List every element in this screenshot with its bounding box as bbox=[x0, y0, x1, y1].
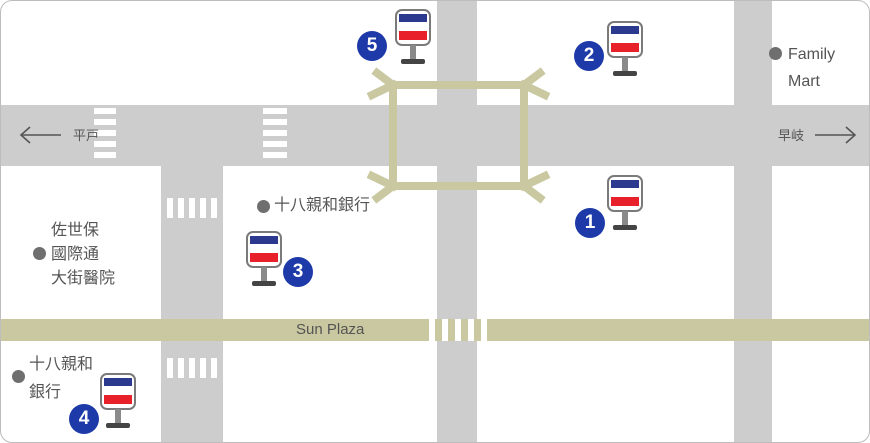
arrow-left-icon bbox=[19, 126, 61, 144]
sun-plaza-label: Sun Plaza bbox=[296, 321, 365, 338]
bus-stop-sign-icon[interactable] bbox=[100, 373, 136, 433]
family-mart-marker bbox=[769, 47, 782, 60]
bank-branch-label: 十八親和 銀行 bbox=[29, 356, 94, 401]
road-right-vertical bbox=[734, 1, 772, 442]
bus-stop-number-badge[interactable]: 2 bbox=[574, 41, 604, 71]
direction-west-label: 平戸 bbox=[73, 128, 100, 143]
bus-stop-sign-icon[interactable] bbox=[607, 21, 643, 81]
crosswalk-sun-plaza bbox=[425, 319, 489, 341]
road-center-vertical bbox=[437, 1, 477, 442]
bus-stop-sign-icon[interactable] bbox=[395, 9, 431, 69]
bus-stop-sign-icon[interactable] bbox=[607, 175, 643, 235]
arrow-right-icon bbox=[815, 126, 857, 144]
crosswalk-center-left bbox=[263, 105, 287, 166]
bank-main-marker bbox=[257, 200, 270, 213]
bus-stop-number-badge[interactable]: 5 bbox=[357, 31, 387, 61]
hospital-label: 佐世保 國際通 大街醫院 bbox=[51, 222, 116, 287]
crosswalk-west bbox=[94, 105, 116, 166]
crosswalk-left-lower bbox=[161, 358, 223, 378]
bank-branch-marker bbox=[12, 370, 25, 383]
bank-main-label: 十八親和銀行 bbox=[274, 197, 371, 214]
crosswalk-left-upper bbox=[161, 198, 223, 218]
main-east-west-road bbox=[1, 105, 869, 166]
hospital-marker bbox=[33, 247, 46, 260]
bus-stop-sign-icon[interactable] bbox=[246, 231, 282, 291]
direction-east-label: 早岐 bbox=[778, 128, 805, 143]
family-mart-label: Family Mart bbox=[788, 46, 836, 90]
bus-stop-number-badge[interactable]: 3 bbox=[283, 257, 313, 287]
bus-stop-number-badge[interactable]: 1 bbox=[575, 208, 605, 238]
bus-stop-number-badge[interactable]: 4 bbox=[69, 404, 99, 434]
sun-plaza-street bbox=[1, 319, 869, 341]
